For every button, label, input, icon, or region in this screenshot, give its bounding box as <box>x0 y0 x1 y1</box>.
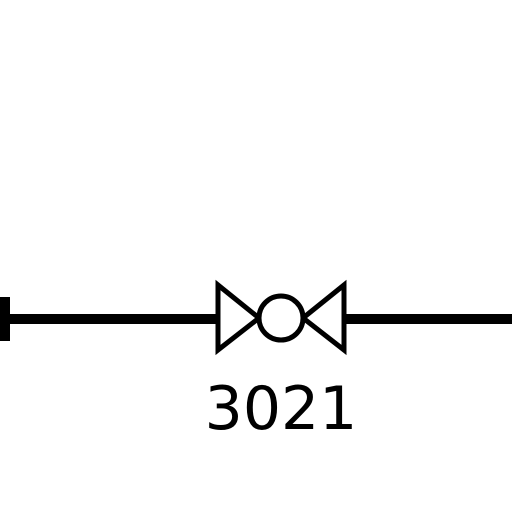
end-cap-icon <box>0 297 10 341</box>
valve-tag-label: 3021 <box>205 374 358 444</box>
valve-left-wedge <box>215 279 264 356</box>
ball-valve-icon <box>215 279 347 356</box>
pipe-line-left <box>8 314 217 324</box>
pipe-line-right <box>344 314 512 324</box>
valve-right-wedge <box>298 279 347 356</box>
valve-ball <box>256 293 306 343</box>
